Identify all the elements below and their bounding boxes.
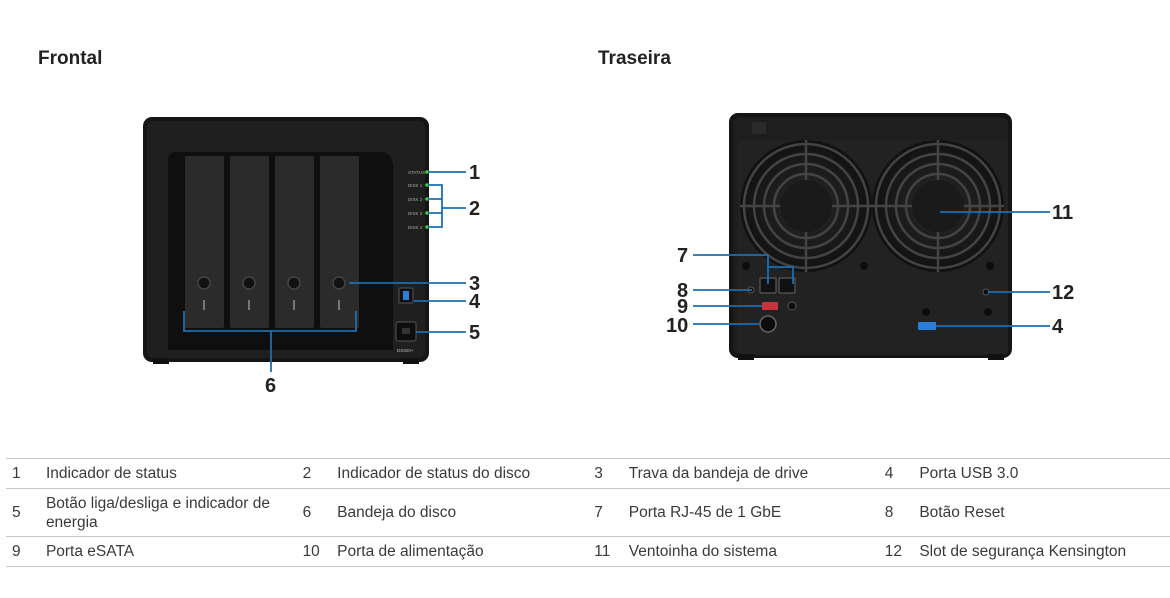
disk1-panel-label: DISK 1 [408, 183, 423, 188]
fan-right [872, 140, 1004, 272]
disk4-panel-label: DISK 4 [408, 225, 423, 230]
legend-label: Trava da bandeja de drive [628, 458, 879, 489]
back-callout-9: 9 [677, 296, 688, 318]
front-callout-5: 5 [469, 322, 480, 344]
front-callout-3: 3 [469, 273, 480, 295]
legend-num: 8 [878, 488, 920, 537]
legend-label: Slot de segurança Kensington [919, 536, 1170, 567]
status-panel-label: STATUS [408, 170, 425, 175]
back-callout-8: 8 [677, 280, 688, 302]
back-callout-7: 7 [677, 245, 688, 267]
front-callout-1: 1 [469, 162, 480, 184]
disk4-led [425, 225, 429, 229]
back-view-title: Traseira [598, 48, 671, 69]
nas-back-view [729, 113, 1012, 360]
legend-label: Indicador de status do disco [337, 458, 589, 489]
esata-port[interactable] [762, 302, 778, 310]
rear-usb-port[interactable] [918, 322, 936, 330]
legend-num: 7 [588, 488, 629, 537]
legend-num: 6 [296, 488, 338, 537]
disk1-led [425, 183, 429, 187]
legend-label: Botão Reset [919, 488, 1170, 537]
legend-num: 1 [6, 458, 46, 489]
legend-num: 11 [588, 536, 629, 567]
legend-num: 9 [6, 536, 46, 567]
front-view-title: Frontal [38, 48, 103, 69]
disk3-led [425, 211, 429, 215]
nas-front-view: STATUS DISK 1 DISK 2 DISK 3 DISK 4 DS920… [143, 117, 429, 364]
rj45-port-2[interactable] [778, 277, 796, 294]
disk2-led [425, 197, 429, 201]
legend-row: 5 Botão liga/desliga e indicador de ener… [6, 488, 1170, 537]
back-callout-11: 11 [1052, 202, 1073, 224]
legend-label: Ventoinha do sistema [628, 536, 879, 567]
drive-tray-4[interactable] [320, 156, 359, 328]
legend-label: Porta RJ-45 de 1 GbE [628, 488, 879, 537]
back-callout-lines [693, 211, 1050, 327]
front-callout-6: 6 [265, 375, 276, 397]
legend-num: 4 [878, 458, 920, 489]
legend-num: 12 [878, 536, 920, 567]
disk2-panel-label: DISK 2 [408, 197, 423, 202]
legend-row: 9 Porta eSATA 10 Porta de alimentação 11… [6, 536, 1170, 567]
legend-label: Porta USB 3.0 [919, 458, 1170, 489]
legend-label: Porta de alimentação [337, 536, 589, 567]
legend-label: Indicador de status [45, 458, 297, 489]
fan-left [740, 140, 872, 272]
model-label: DS920+ [397, 348, 414, 353]
disk3-panel-label: DISK 3 [408, 211, 423, 216]
power-port[interactable] [759, 315, 777, 333]
front-callout-lines [183, 171, 466, 372]
legend-table: 1 Indicador de status 2 Indicador de sta… [6, 458, 1170, 567]
status-led [425, 170, 429, 174]
device-diagram: STATUS DISK 1 DISK 2 DISK 3 DISK 4 DS920… [143, 113, 1074, 397]
back-callout-10: 10 [666, 315, 688, 337]
back-callout-12: 12 [1052, 282, 1074, 304]
legend-num: 5 [6, 488, 46, 537]
drive-tray-3[interactable] [275, 156, 314, 328]
legend-label: Bandeja do disco [337, 488, 589, 537]
legend-num: 10 [296, 536, 338, 567]
legend-num: 3 [588, 458, 629, 489]
legend-num: 2 [296, 458, 338, 489]
front-callout-2: 2 [469, 198, 480, 220]
front-callout-4: 4 [469, 291, 481, 313]
legend-label: Porta eSATA [45, 536, 297, 567]
back-callout-4: 4 [1052, 316, 1064, 338]
drive-tray-1[interactable] [185, 156, 224, 328]
legend-row: 1 Indicador de status 2 Indicador de sta… [6, 458, 1170, 489]
legend-label: Botão liga/desliga e indicador de energi… [45, 488, 297, 537]
drive-tray-2[interactable] [230, 156, 269, 328]
